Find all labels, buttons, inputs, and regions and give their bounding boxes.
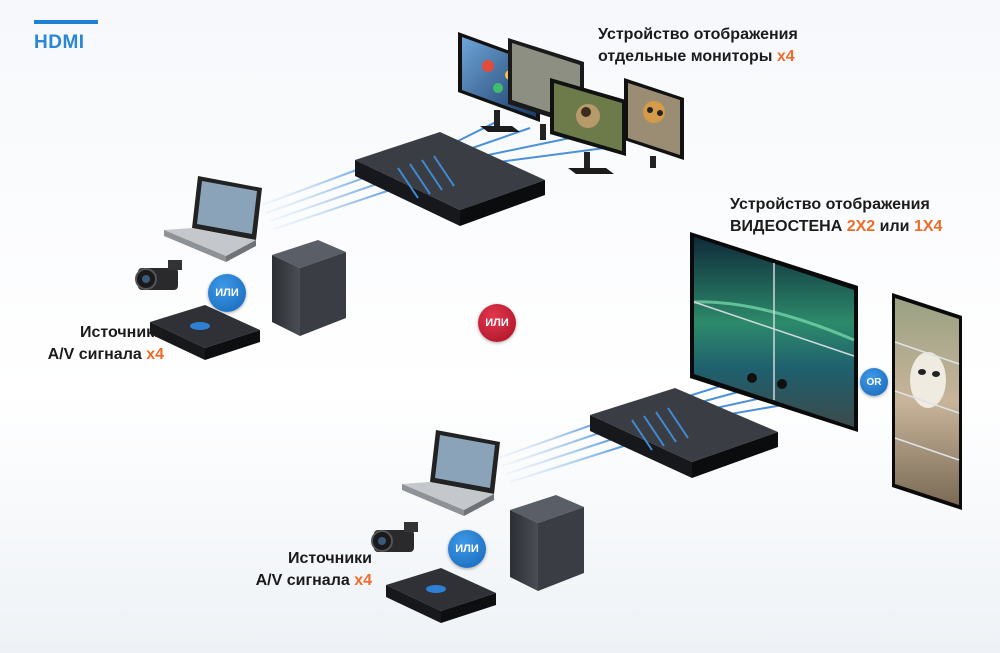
- sources-bottom-count: x4: [354, 572, 372, 589]
- top-display-line2: отдельные мониторы x4: [598, 48, 795, 65]
- top-display-caption: Устройство отображения отдельные монитор…: [598, 24, 798, 68]
- top-pc-tower: [272, 240, 346, 336]
- header-accent-bar: [34, 20, 98, 24]
- wall-layout-2x2: 2X2: [846, 218, 876, 235]
- top-display-count: x4: [776, 48, 795, 65]
- monitor-3: [550, 78, 626, 174]
- bottom-matrix-switcher: [590, 388, 778, 478]
- or-badge-top: ИЛИ: [208, 274, 246, 312]
- top-display-line1: Устройство отображения: [598, 26, 798, 43]
- wall-display-caption: Устройство отображения ВИДЕОСТЕНА 2X2 ил…: [730, 194, 942, 238]
- wall-layout-1x4: 1X4: [913, 218, 943, 235]
- sources-top-count: x4: [146, 346, 164, 363]
- wall-display-line1: Устройство отображения: [730, 196, 930, 213]
- sources-top-line2: A/V сигнала x4: [47, 346, 164, 363]
- video-wall-1x4: [892, 293, 962, 510]
- wall-display-line2: ВИДЕОСТЕНА 2X2 или 1X4: [730, 218, 943, 235]
- video-wall-2x2: [690, 232, 858, 432]
- monitor-4: [624, 78, 684, 168]
- sources-bottom-line2: A/V сигнала x4: [255, 572, 372, 589]
- bottom-bluray-player: [386, 568, 496, 623]
- or-badge-center: ИЛИ: [478, 304, 516, 342]
- top-monitors: [458, 32, 684, 174]
- bottom-camcorder: [371, 522, 418, 552]
- top-laptop: [164, 176, 262, 262]
- top-bluray-player: [150, 305, 260, 360]
- top-camcorder: [135, 260, 182, 290]
- or-badge-bottom: ИЛИ: [448, 530, 486, 568]
- sources-bottom-line1: Источники: [287, 550, 372, 567]
- sources-top-line1: Источники: [79, 324, 164, 341]
- sources-top-caption: Источники A/V сигнала x4: [10, 322, 164, 366]
- top-matrix-switcher: [355, 132, 545, 226]
- sources-bottom-caption: Источники A/V сигнала x4: [216, 548, 372, 592]
- bottom-laptop: [402, 430, 500, 516]
- hdmi-label: HDMI: [34, 32, 85, 53]
- bottom-cables: [497, 419, 631, 483]
- bottom-pc-tower: [510, 495, 584, 591]
- or-badge-wall: OR: [860, 368, 888, 396]
